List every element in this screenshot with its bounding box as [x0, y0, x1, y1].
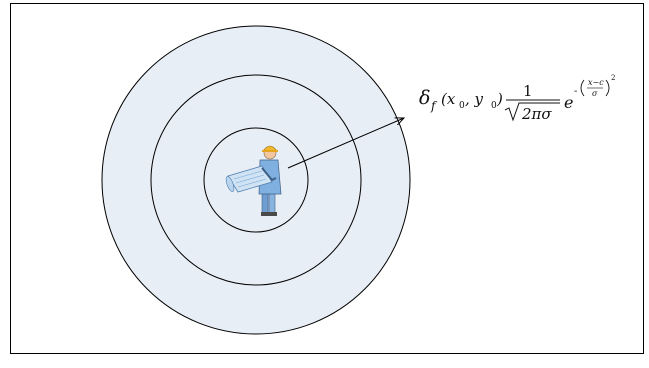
- formula-base: e: [564, 93, 573, 112]
- formula-numerator: 1: [523, 82, 533, 100]
- formula-x-sub: 0: [459, 101, 465, 111]
- formula-exp-num: x−c: [588, 78, 604, 87]
- formula-args: (x: [441, 90, 456, 108]
- formula-exp-den: σ: [592, 89, 598, 98]
- radius-arrow: [287, 118, 404, 169]
- formula-delta-sub: f: [430, 99, 438, 113]
- formula-exp-power: 2: [611, 74, 615, 82]
- formula-close: ): [496, 90, 503, 108]
- formula-y-sub: 0: [491, 101, 497, 111]
- formula-delta: δ: [419, 87, 430, 109]
- formula-denominator: 2πσ: [521, 105, 552, 123]
- gaussian-formula: δ f (x 0 , y 0 ) 1 2πσ e - x−c σ 2: [419, 74, 615, 123]
- formula-comma: , y: [465, 90, 484, 108]
- worker-icon: [225, 145, 282, 216]
- formula-exp-minus: -: [574, 86, 577, 97]
